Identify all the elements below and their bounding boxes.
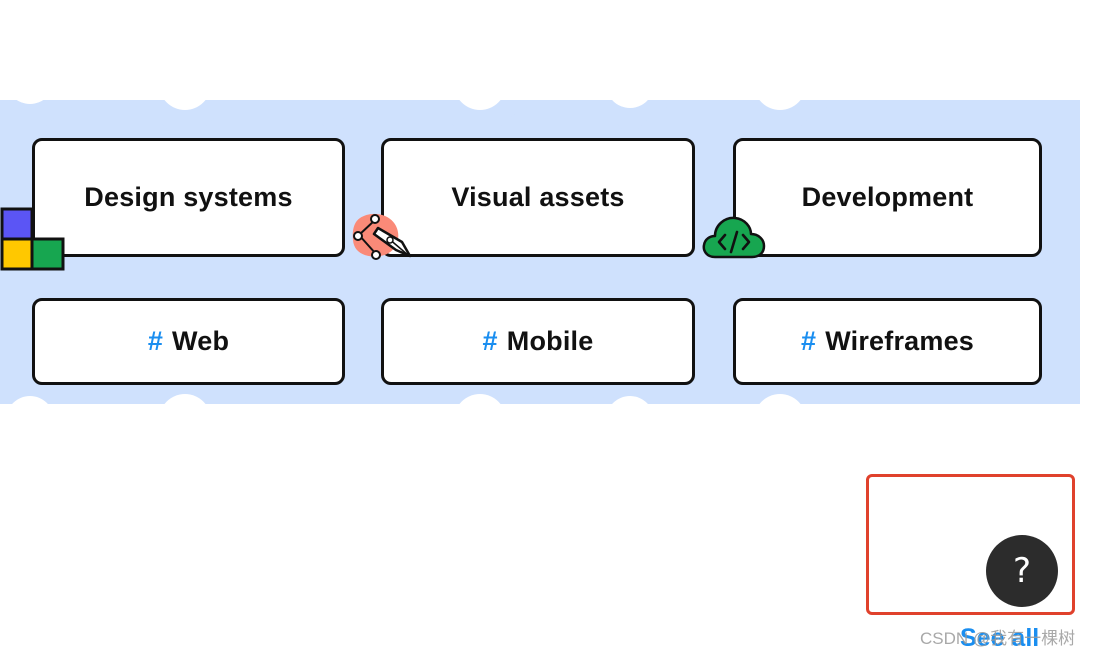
see-all-link[interactable]: See all: [960, 624, 1040, 652]
hash-symbol: #: [800, 326, 817, 356]
watermark: CSDN @我有一棵树: [920, 629, 1076, 648]
category-card-visual-assets[interactable]: Visual assets: [381, 138, 695, 257]
design-blocks-icon: [0, 207, 65, 271]
category-card-development[interactable]: Development: [733, 138, 1042, 257]
tag-label: Mobile: [506, 326, 594, 356]
tag-card-mobile[interactable]: # Mobile: [381, 298, 695, 385]
tag-card-wireframes[interactable]: # Wireframes: [733, 298, 1042, 385]
tag-card-web[interactable]: # Web: [32, 298, 345, 385]
hash-symbol: #: [147, 326, 164, 356]
category-label: Visual assets: [451, 182, 625, 212]
tag-label: Web: [172, 326, 230, 356]
category-label: Design systems: [84, 182, 293, 212]
pen-tool-icon: [352, 213, 412, 260]
category-label: Development: [801, 182, 974, 212]
question-mark-icon: ?: [1012, 551, 1032, 591]
tag-label: Wireframes: [825, 326, 975, 356]
highlight-box: [866, 474, 1075, 615]
hash-symbol: #: [482, 326, 498, 356]
code-cloud-icon: [702, 216, 766, 259]
help-button[interactable]: ?: [986, 535, 1058, 607]
category-card-design-systems[interactable]: Design systems: [32, 138, 345, 257]
